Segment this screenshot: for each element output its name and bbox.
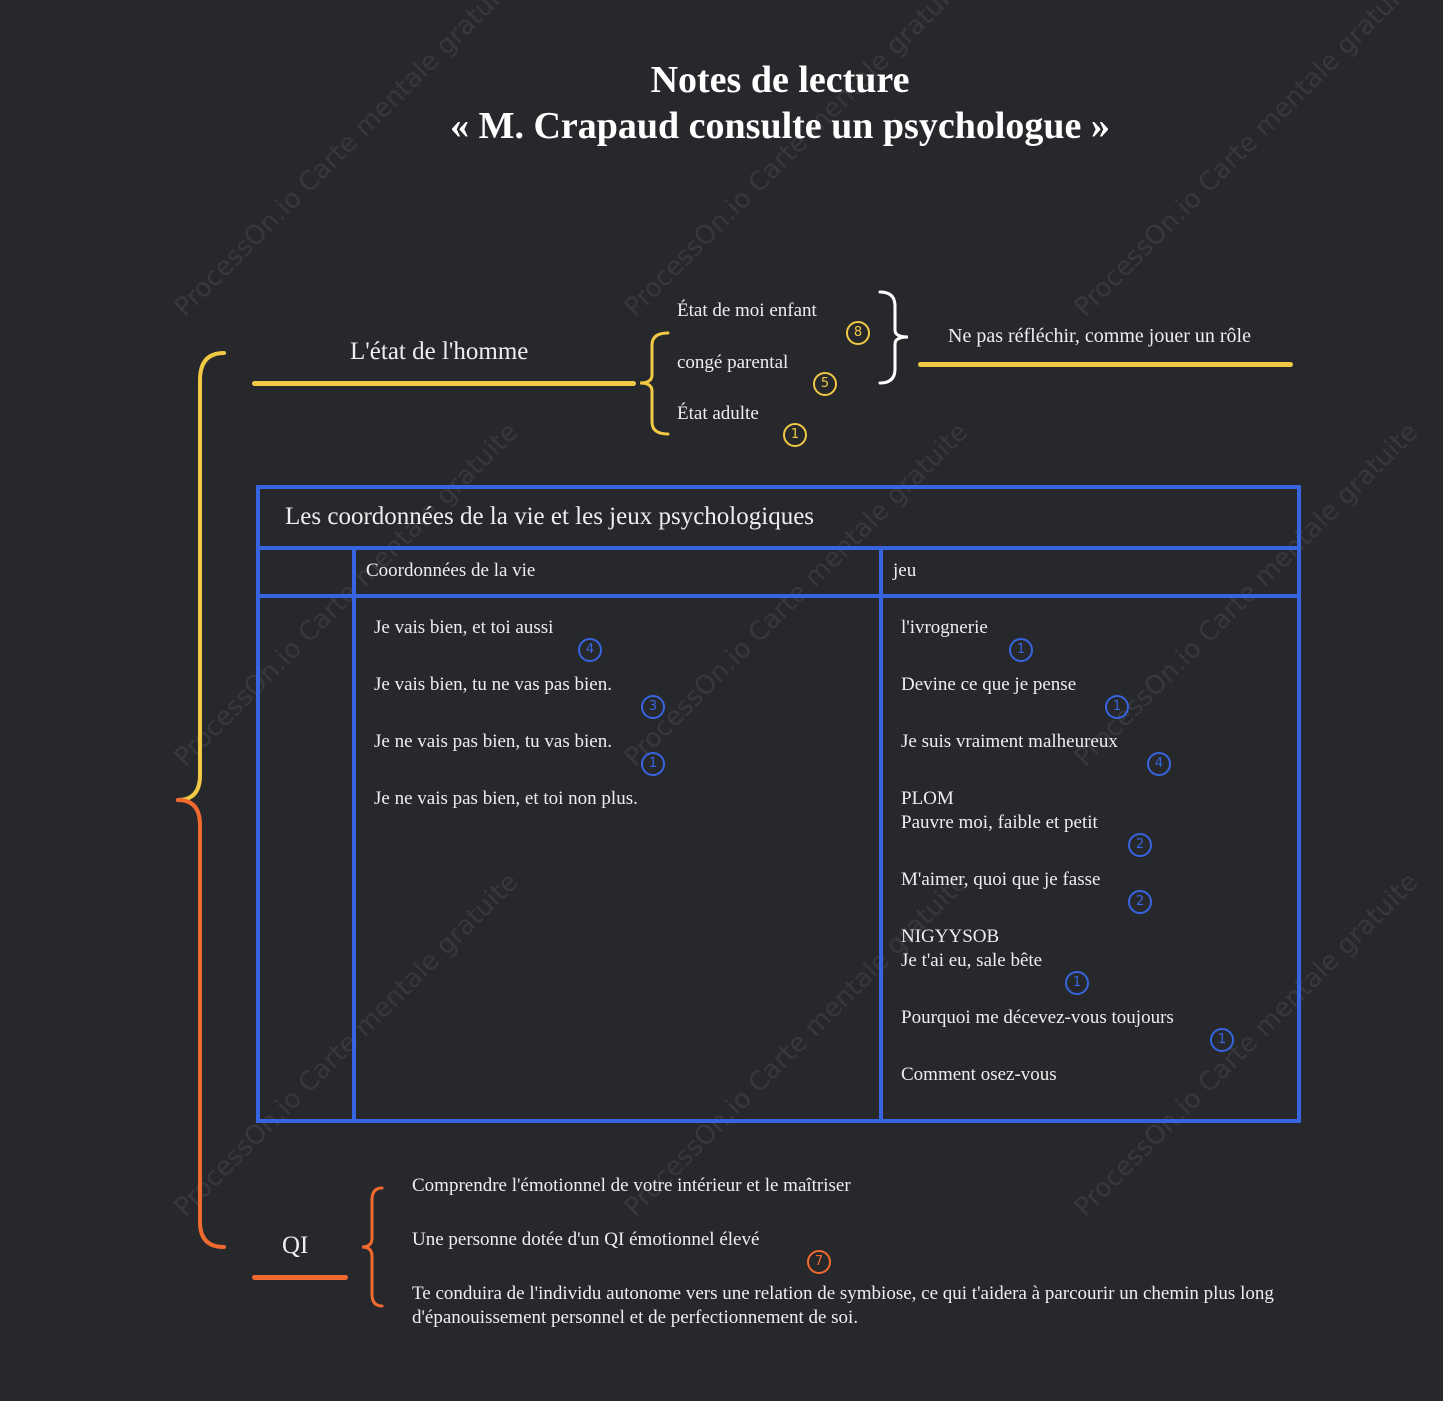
game-item: Je t'ai eu, sale bête — [901, 950, 1043, 971]
game-badge: 1 — [1105, 695, 1129, 719]
page-title-line1: Notes de lecture — [650, 59, 910, 101]
game-badge: 2 — [1128, 890, 1152, 914]
table-title: Les coordonnées de la vie et les jeux ps… — [285, 503, 815, 530]
life-position-badge: 3 — [641, 695, 665, 719]
etat-item-badge: 8 — [846, 321, 870, 345]
main-brace-bottom — [176, 798, 226, 1249]
game-item: Devine ce que je pense — [901, 674, 1077, 695]
qi-brace — [361, 1186, 384, 1308]
table-divider — [256, 546, 1301, 550]
qi-item: Comprendre l'émotionnel de votre intérie… — [412, 1175, 851, 1196]
page-title-line2: « M. Crapaud consulte un psychologue » — [450, 105, 1110, 147]
game-item: l'ivrognerie — [901, 617, 988, 638]
game-badge: 2 — [1128, 833, 1152, 857]
game-item: M'aimer, quoi que je fasse — [901, 869, 1101, 890]
qi-label: QI — [282, 1232, 309, 1259]
main-brace-top — [176, 351, 226, 802]
etat-brace — [639, 331, 670, 436]
table-col2-header: jeu — [893, 560, 917, 581]
game-item-code: NIGYYSOB — [901, 926, 1000, 947]
life-position-badge: 1 — [641, 752, 665, 776]
table-divider — [256, 594, 1301, 598]
game-item: Pauvre moi, faible et petit — [901, 812, 1098, 833]
etat-item: État de moi enfant — [677, 300, 817, 321]
etat-item-badge: 1 — [783, 423, 807, 447]
game-item: Comment osez-vous — [901, 1064, 1057, 1085]
etat-summary-underline — [918, 362, 1293, 367]
summary-brace — [878, 290, 909, 385]
life-position-item: Je vais bien, et toi aussi — [374, 617, 554, 638]
game-badge: 1 — [1065, 971, 1089, 995]
table-col1-header: Coordonnées de la vie — [366, 560, 536, 581]
qi-item: d'épanouissement personnel et de perfect… — [412, 1307, 859, 1328]
qi-underline — [252, 1275, 348, 1280]
qi-item-badge: 7 — [807, 1250, 831, 1274]
etat-underline — [252, 381, 636, 386]
qi-item: Te conduira de l'individu autonome vers … — [412, 1283, 1274, 1304]
game-badge: 4 — [1147, 752, 1171, 776]
table-divider — [352, 546, 356, 1123]
games-table — [256, 485, 1301, 1123]
life-position-item: Je ne vais pas bien, et toi non plus. — [374, 788, 638, 809]
etat-summary: Ne pas réfléchir, comme jouer un rôle — [948, 325, 1251, 347]
etat-item-badge: 5 — [813, 372, 837, 396]
table-divider — [879, 546, 883, 1123]
life-position-badge: 4 — [578, 638, 602, 662]
etat-label: L'état de l'homme — [350, 338, 529, 365]
game-badge: 1 — [1210, 1028, 1234, 1052]
game-badge: 1 — [1009, 638, 1033, 662]
etat-item: congé parental — [677, 352, 789, 373]
etat-item: État adulte — [677, 403, 759, 424]
game-item: Pourquoi me décevez-vous toujours — [901, 1007, 1174, 1028]
game-item: Je suis vraiment malheureux — [901, 731, 1118, 752]
game-item-code: PLOM — [901, 788, 954, 809]
life-position-item: Je vais bien, tu ne vas pas bien. — [374, 674, 612, 695]
qi-item: Une personne dotée d'un QI émotionnel él… — [412, 1229, 760, 1250]
life-position-item: Je ne vais pas bien, tu vas bien. — [374, 731, 612, 752]
